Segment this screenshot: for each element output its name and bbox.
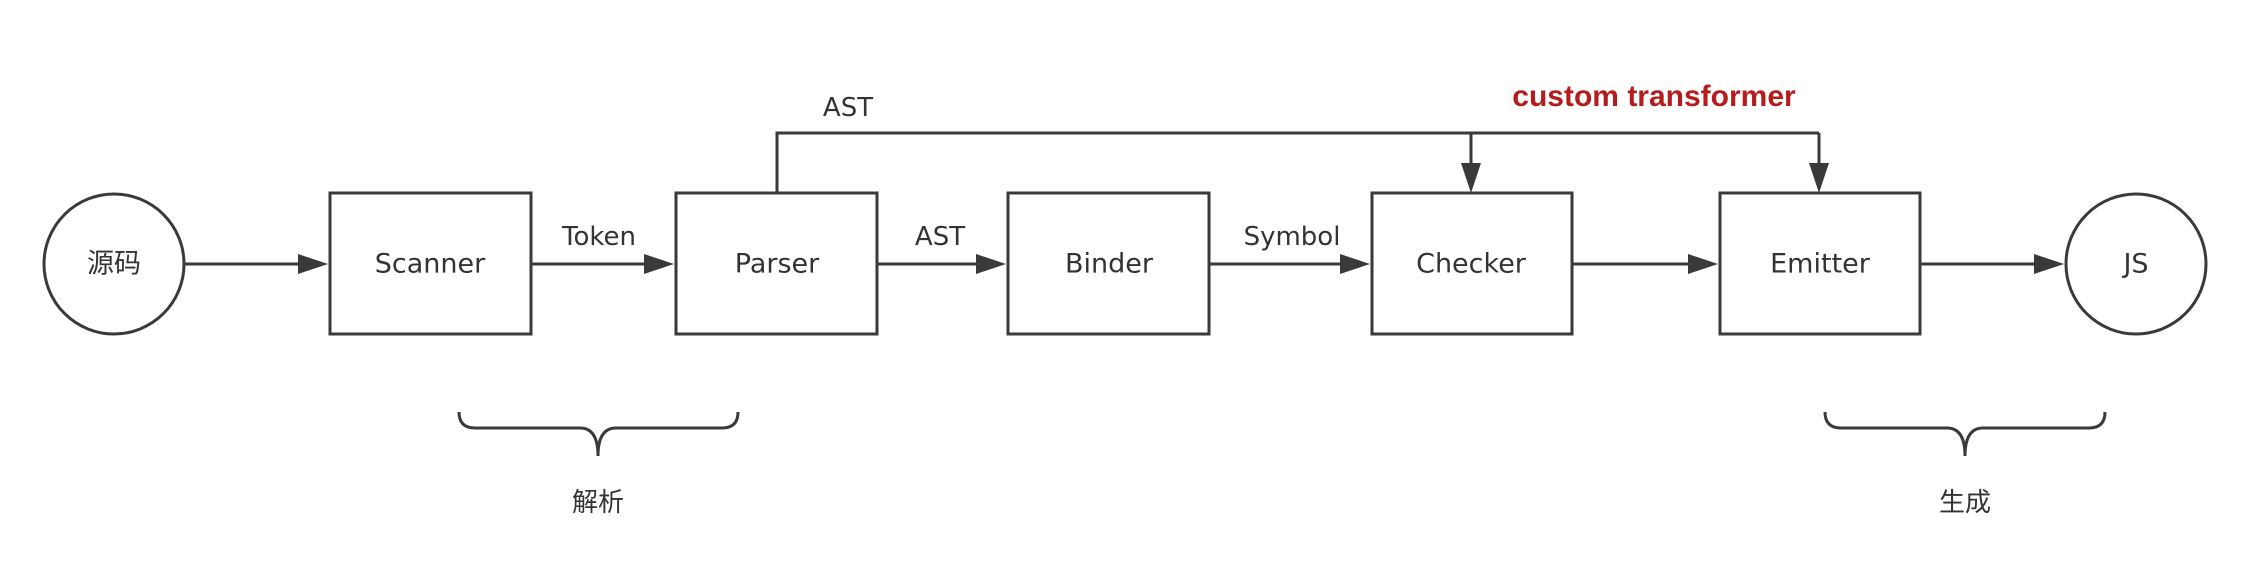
arrowhead-to-emitter bbox=[1809, 163, 1829, 193]
node-emitter-label: Emitter bbox=[1770, 249, 1871, 280]
node-emitter: Emitter bbox=[1718, 191, 1922, 336]
brace-generate-label: 生成 bbox=[1939, 488, 1991, 518]
arrowhead-to-checker bbox=[1461, 163, 1481, 193]
node-source: 源码 bbox=[42, 192, 186, 336]
node-checker: Checker bbox=[1370, 191, 1574, 336]
node-binder: Binder bbox=[1006, 191, 1211, 336]
node-scanner: Scanner bbox=[328, 191, 533, 336]
node-js-label: JS bbox=[2121, 249, 2148, 280]
edge-scanner-parser bbox=[532, 254, 674, 274]
node-checker-label: Checker bbox=[1416, 249, 1527, 280]
edge-parser-binder bbox=[878, 254, 1006, 274]
node-source-label: 源码 bbox=[87, 249, 141, 280]
brace-parse-label: 解析 bbox=[572, 488, 624, 518]
edge-source-scanner bbox=[184, 254, 328, 274]
edge-emitter-js bbox=[1920, 254, 2064, 274]
edge-ast-top-connector bbox=[775, 131, 1829, 193]
node-scanner-label: Scanner bbox=[375, 249, 486, 280]
custom-transformer-label: custom transformer bbox=[1512, 80, 1796, 113]
node-js: JS bbox=[2064, 192, 2208, 336]
node-parser: Parser bbox=[674, 191, 879, 336]
edge-checker-emitter bbox=[1572, 254, 1718, 274]
brace-parse: 解析 bbox=[457, 411, 740, 518]
edge-binder-checker bbox=[1210, 254, 1370, 274]
edge-label-ast-top: AST bbox=[823, 93, 873, 123]
edge-label-ast: AST bbox=[915, 222, 965, 252]
brace-generate: 生成 bbox=[1823, 411, 2107, 518]
node-parser-label: Parser bbox=[735, 249, 820, 280]
node-binder-label: Binder bbox=[1065, 249, 1154, 280]
edge-label-token: Token bbox=[561, 222, 636, 252]
edge-label-symbol: Symbol bbox=[1244, 222, 1341, 252]
